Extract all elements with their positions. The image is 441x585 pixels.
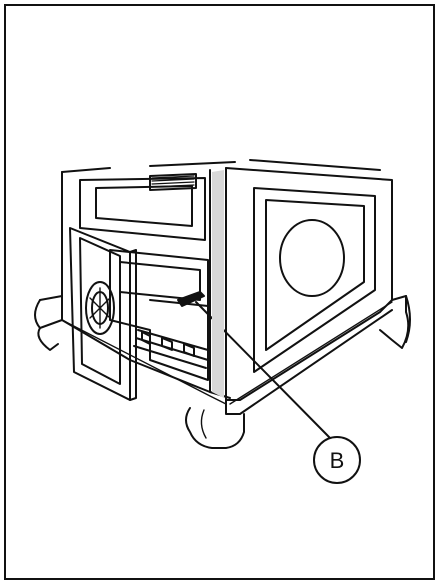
side-panel-recess — [265, 199, 365, 351]
base-front-foot — [185, 407, 245, 449]
ash-grate-slots — [141, 331, 195, 357]
door-vent-rosette-spokes — [89, 287, 111, 329]
open-ash-door-panel — [79, 237, 121, 385]
ash-compartment-back — [119, 261, 201, 301]
base-right-foot-curve — [405, 295, 411, 343]
door-vent-rosette — [85, 281, 115, 335]
side-panel-inner-frame — [253, 187, 376, 373]
side-panel-medallion — [279, 219, 345, 297]
base-front-foot-detail — [200, 409, 207, 439]
front-upper-window — [79, 177, 206, 241]
callout-circle — [313, 436, 361, 484]
ash-lever — [177, 291, 205, 307]
front-upper-window-inner — [95, 185, 193, 227]
callout-label-b: B — [330, 448, 345, 473]
base-right-plinth — [225, 295, 410, 415]
base-left-foot-curve — [34, 299, 41, 329]
corner-shade — [212, 170, 224, 398]
ash-compartment-opening — [109, 249, 209, 381]
stove-corner-column — [209, 167, 227, 401]
front-grille-slats — [151, 175, 195, 188]
plinth-molding — [61, 301, 393, 405]
front-grille — [149, 173, 197, 191]
base-left-foot — [37, 295, 63, 351]
stove-top-edge — [61, 159, 381, 173]
open-ash-door-edge — [129, 249, 137, 401]
